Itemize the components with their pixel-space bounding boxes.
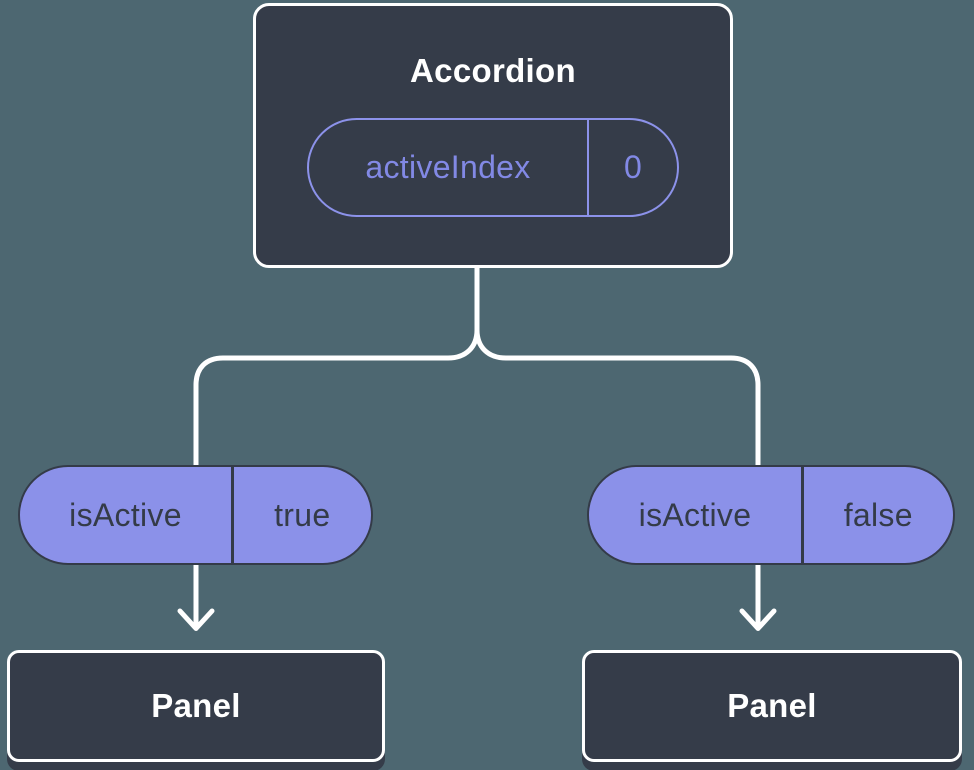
pill-divider [801,467,804,563]
prop-name-label: isActive [638,496,752,533]
panel-node-title: Panel [727,687,817,724]
prop-value-label: true [274,496,331,533]
arrow-down-right-icon [739,608,777,631]
is-active-true-pill: isActive true [18,465,373,565]
accordion-node-title: Accordion [410,52,576,89]
panel-node-title: Panel [151,687,241,724]
prop-name-label: isActive [69,496,182,533]
active-index-state-pill: activeIndex 0 [307,118,679,217]
accordion-node: Accordion activeIndex 0 [253,3,733,268]
state-value-label: 0 [623,149,643,185]
pill-divider [587,120,589,215]
tree-split-connector-right [474,327,761,627]
panel-node-right: Panel [582,650,962,762]
prop-value-label: false [843,496,913,533]
pill-divider [231,467,234,563]
state-name-label: activeIndex [365,149,531,185]
panel-node-left: Panel [7,650,385,762]
arrow-down-left-icon [177,608,215,631]
is-active-false-pill: isActive false [587,465,955,565]
tree-split-connector-left [193,259,480,627]
